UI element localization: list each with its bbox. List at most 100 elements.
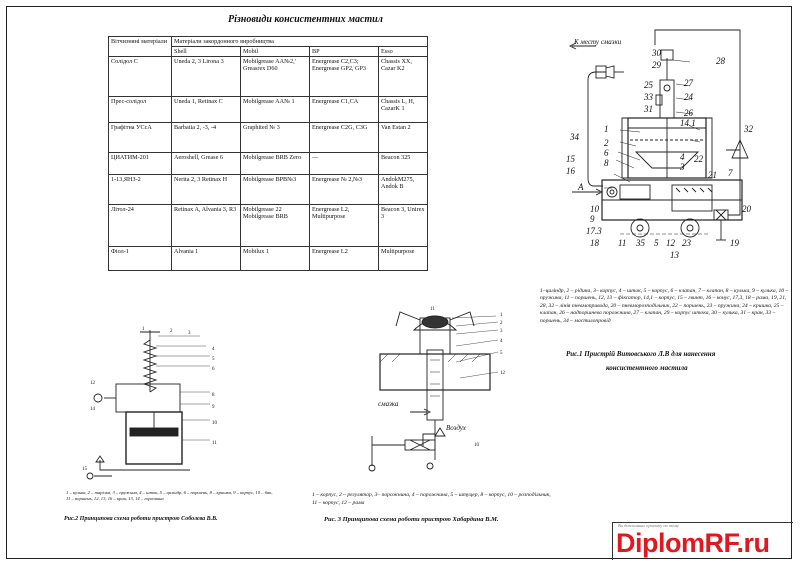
fig1-num: 12 — [666, 238, 676, 248]
svg-text:12: 12 — [90, 381, 96, 386]
fig1-num: 10 — [590, 204, 600, 214]
svg-text:2: 2 — [170, 329, 173, 334]
table-row: 1-13,ЯНЗ-2 Nerita 2, 3 Retinax H Mobilgr… — [108, 174, 428, 205]
fig3-label-air: Воздух — [446, 424, 467, 432]
table-row: Фіол-1 Alvania 1 Mobilux 1 Energrease L2… — [108, 246, 428, 271]
svg-text:10: 10 — [212, 421, 218, 426]
fig1-num: 7 — [728, 168, 733, 178]
cell-bp: Energrease № 2,№3 — [309, 174, 379, 205]
svg-text:2: 2 — [500, 321, 503, 326]
fig1-num: 11 — [618, 238, 626, 248]
fig1-num: 1 — [604, 124, 609, 134]
cell-esso: Beacon 3, Unirex 3 — [378, 204, 428, 247]
svg-text:11: 11 — [212, 441, 217, 446]
fig1-num: 34 — [569, 132, 580, 142]
svg-text:1: 1 — [142, 327, 145, 332]
fig1-num: 18 — [590, 238, 600, 248]
cell-shell: Alvania 1 — [171, 246, 241, 271]
fig1-num: 26 — [684, 108, 694, 118]
fig1-num: 25 — [644, 80, 654, 90]
fig1-num: 15 — [566, 154, 576, 164]
sheet-frame — [6, 6, 792, 559]
svg-text:10: 10 — [474, 443, 480, 448]
fig1-num: 17.3 — [586, 226, 602, 236]
cell-bp: Energrease L2 — [309, 246, 379, 271]
fig1-num: 21 — [708, 170, 717, 180]
row-name: Солідол С — [108, 56, 172, 97]
row-name: Фіол-1 — [108, 246, 172, 271]
fig2-part-numbers: 1 2 3 4 5 6 8 9 10 11 12 14 15 — [82, 327, 218, 472]
fig1-title-line2: консистентного мастила — [606, 364, 688, 372]
fig2-title: Рис.2 Принципова схема роботи пристрою С… — [64, 516, 218, 522]
svg-text:5: 5 — [212, 357, 215, 362]
fig1-arrow-label: А — [577, 182, 584, 192]
title-block — [612, 522, 793, 560]
svg-text:3: 3 — [500, 329, 503, 334]
fig1-num: 13 — [670, 250, 680, 260]
fig1-num: 35 — [635, 238, 646, 248]
brand-watermark: DiplomRF.ru — [616, 528, 770, 559]
svg-text:3: 3 — [188, 331, 191, 336]
cell-esso: Van Estan 2 — [378, 122, 428, 153]
fig1-num: 23 — [682, 238, 692, 248]
cell-bp: Energrease C1,CA — [309, 96, 379, 123]
fig1-num: 32 — [743, 124, 754, 134]
fig1-num: 8 — [604, 158, 609, 168]
fig1-caption: 1–циліндр, 2 – рідина, 3– корпус, 4 – шт… — [540, 288, 789, 324]
cell-mobil: Mobilgrease 22 Mobilgrease BRB — [240, 204, 310, 247]
fig1-num: 4 — [680, 152, 685, 162]
fig3-caption: 1 – корпус, 2 – регулятор, 3– порожнина,… — [312, 492, 551, 506]
fig1-num: 5 — [654, 238, 659, 248]
svg-text:4: 4 — [212, 347, 215, 352]
fig1-num: 28 — [716, 56, 726, 66]
cell-shell: Retinax A, Alvania 3, R3 — [171, 204, 241, 247]
svg-text:15: 15 — [82, 467, 88, 472]
fig1-num: 16 — [566, 166, 576, 176]
brand-tld: .ru — [736, 528, 771, 558]
cell-esso: Chassis XX, Cazar K2 — [378, 56, 428, 97]
fig3-title: Рис. 3 Принципова схема роботи пристрою … — [324, 516, 499, 523]
fig1-num: 9 — [590, 214, 595, 224]
fig1-num: 14.1 — [680, 118, 696, 128]
svg-text:6: 6 — [212, 367, 215, 372]
fig3-part-numbers: 1 2 3 4 5 12 10 11 смазка Воздух — [378, 307, 506, 448]
row-name: Літол-24 — [108, 204, 172, 247]
fig1-num: 6 — [604, 148, 609, 158]
row-name: Графітна УСсА — [108, 122, 172, 153]
svg-text:11: 11 — [430, 307, 435, 312]
svg-text:1: 1 — [500, 313, 503, 318]
fig1-num: 27 — [684, 78, 694, 88]
row-name: 1-13,ЯНЗ-2 — [108, 174, 172, 205]
svg-text:14: 14 — [90, 407, 96, 412]
fig1-num: 2 — [604, 138, 609, 148]
cell-esso: Multipurpose — [378, 246, 428, 271]
svg-text:8: 8 — [212, 393, 215, 398]
fig1-num: 22 — [694, 154, 704, 164]
svg-text:5: 5 — [500, 351, 503, 356]
fig1-num: 29 — [652, 60, 662, 70]
fig1-num: 33 — [643, 92, 654, 102]
cell-mobil: Mobilux 1 — [240, 246, 310, 271]
brand-name: DiplomRF — [616, 528, 737, 558]
stamp-note: Во дипломных проекту по тему — [618, 523, 679, 528]
cell-mobil: Mobilgrease AA№2,' Greasrex D60 — [240, 56, 310, 97]
cell-esso: Chassis L, H, CazarK 1 — [378, 96, 428, 123]
table-row: ЦИАТИМ-201 Aeroshell, Grease 6 Mobilgrea… — [108, 152, 428, 175]
fig2-device-drawing — [86, 330, 210, 480]
fig1-num: 20 — [742, 204, 752, 214]
svg-text:4: 4 — [500, 339, 503, 344]
fig1-device-drawing — [568, 29, 749, 241]
fig1-num: 30 — [651, 48, 662, 58]
table-row: Літол-24 Retinax A, Alvania 3, R3 Mobilg… — [108, 204, 428, 247]
fig1-num: 24 — [684, 92, 694, 102]
table-row: Графітна УСсА Barbatia 2, -3, -4 Graphit… — [108, 122, 428, 153]
fig3-device-drawing — [368, 311, 499, 472]
fig1-num: 19 — [730, 238, 740, 248]
table-title: Різновиди консистентних мастил — [228, 14, 383, 25]
fig1-top-label: К месту смазки — [573, 38, 622, 46]
fig1-title-line1: Рис.1 Пристрій Витовського Л.В для нанес… — [566, 350, 716, 358]
fig1-num: 31 — [643, 104, 653, 114]
cell-mobil: Mobilgrease BPB№3 — [240, 174, 310, 205]
